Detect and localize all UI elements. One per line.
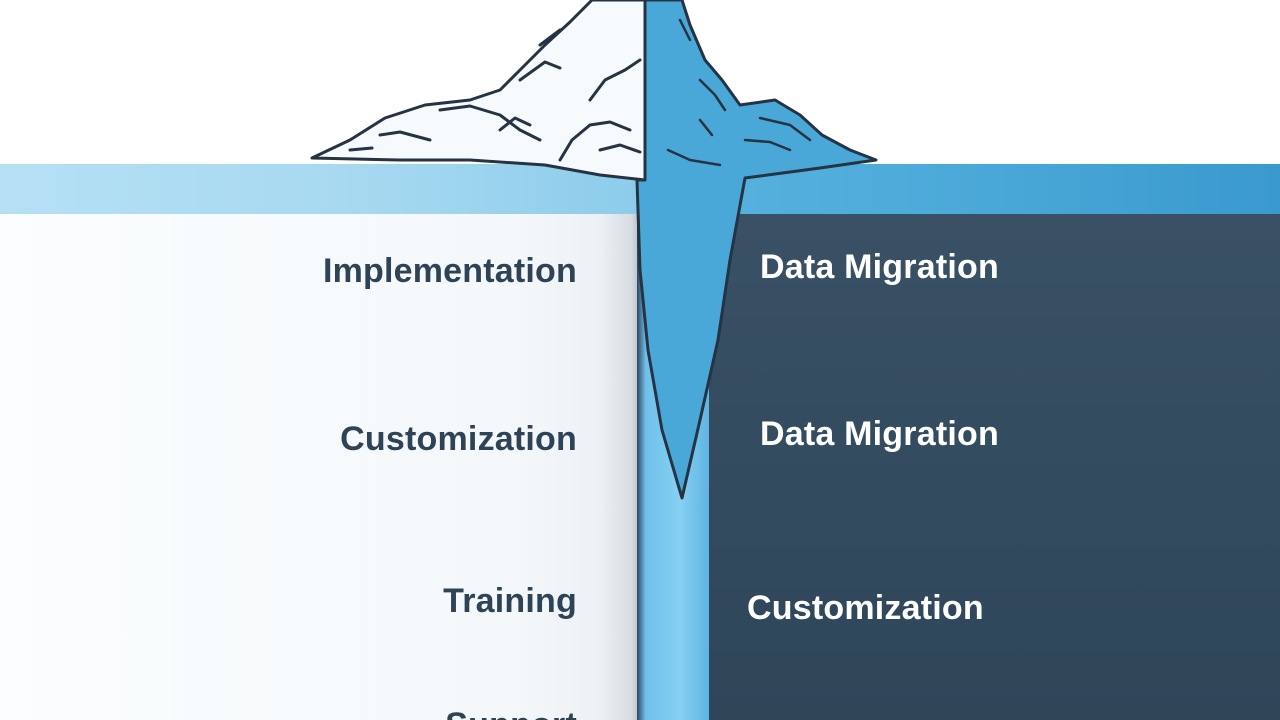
visible-item-support: Support <box>445 706 577 720</box>
hidden-item-customization: Customization <box>747 589 984 627</box>
ice-crack-lines-blue <box>666 18 812 167</box>
visible-item-training: Training <box>443 582 577 620</box>
visible-item-customization: Customization <box>340 420 577 458</box>
hidden-panel <box>706 214 1280 720</box>
hidden-item-data-migration: Data Migration <box>760 248 999 286</box>
waterline-left <box>0 164 640 214</box>
iceberg-tip-white <box>310 0 647 182</box>
iceberg-tip-blue <box>635 0 878 500</box>
hidden-item-data-migration-2: Data Migration <box>760 415 999 453</box>
visible-item-implementation: Implementation <box>322 252 577 290</box>
visible-panel <box>0 214 640 720</box>
ice-crack-lines <box>348 28 642 162</box>
